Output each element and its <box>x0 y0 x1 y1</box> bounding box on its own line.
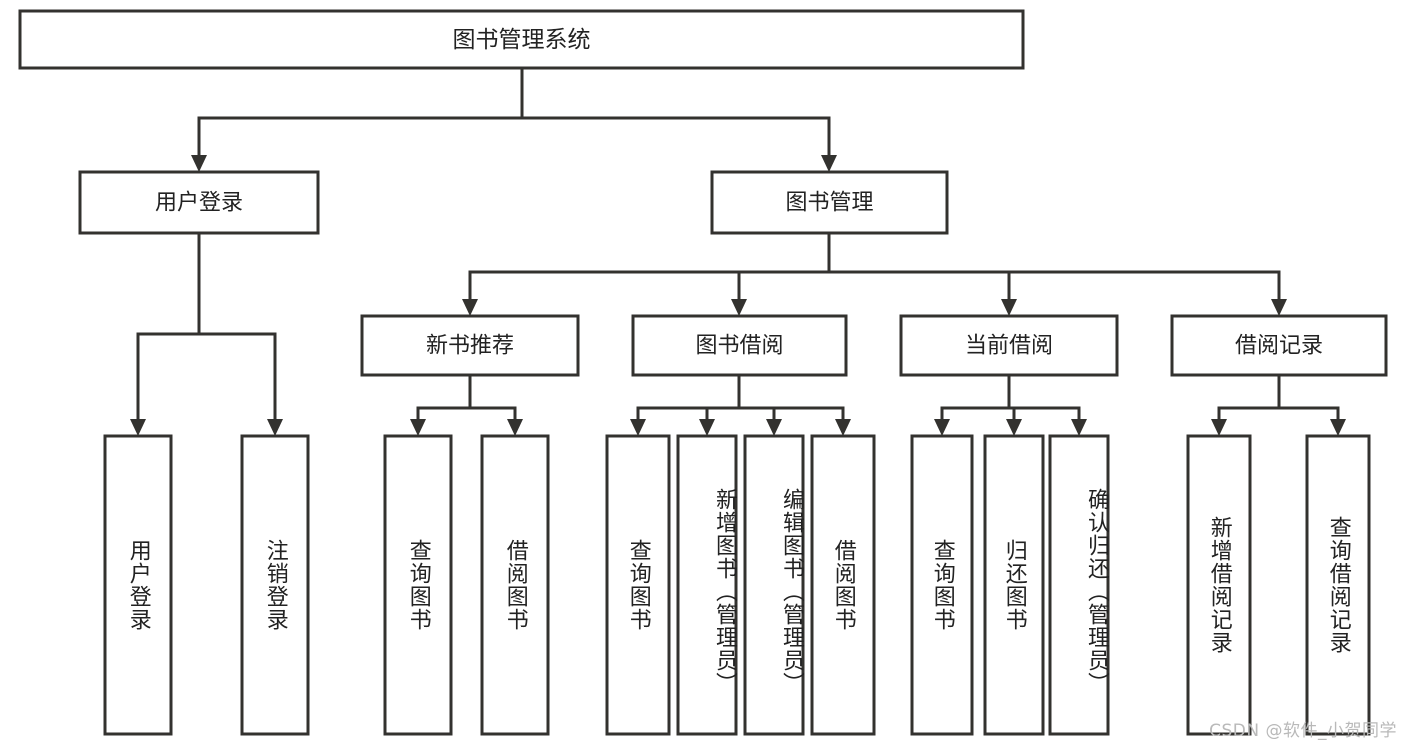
arrow-head-icon <box>191 155 207 172</box>
node-level3-3[interactable]: 借阅记录 <box>1170 314 1388 377</box>
node-level2-1-label: 图书管理 <box>785 191 873 216</box>
node-leaf-0[interactable] <box>103 434 173 736</box>
node-leaf-6-box[interactable] <box>743 434 805 736</box>
node-level3-1[interactable]: 图书借阅 <box>631 314 848 377</box>
arrow-head-icon <box>1006 419 1022 436</box>
node-leaf-2[interactable] <box>383 434 453 736</box>
node-leaf-8[interactable] <box>910 434 974 736</box>
node-leaf-5[interactable] <box>676 434 738 736</box>
node-level3-0-label: 新书推荐 <box>426 334 514 359</box>
node-level3-0[interactable]: 新书推荐 <box>360 314 580 377</box>
node-leaf-3-box[interactable] <box>480 434 550 736</box>
node-leaf-12-box[interactable] <box>1305 434 1371 736</box>
node-level3-1-box[interactable] <box>631 314 848 377</box>
node-leaf-5-box[interactable] <box>676 434 738 736</box>
node-leaf-7[interactable] <box>810 434 876 736</box>
node-leaf-10[interactable] <box>1048 434 1110 736</box>
arrow-head-icon <box>1001 299 1017 316</box>
arrow-head-icon <box>934 419 950 436</box>
node-leaf-0-box[interactable] <box>103 434 173 736</box>
arrow-head-icon <box>410 419 426 436</box>
node-level2-0-box[interactable] <box>78 170 320 235</box>
node-level3-3-label: 借阅记录 <box>1235 334 1323 359</box>
node-leaf-10-box[interactable] <box>1048 434 1110 736</box>
arrow-head-icon <box>507 419 523 436</box>
node-leaf-8-box[interactable] <box>910 434 974 736</box>
arrow-head-icon <box>630 419 646 436</box>
arrow-head-icon <box>130 419 146 436</box>
node-leaf-3[interactable] <box>480 434 550 736</box>
connector-layer <box>130 66 1346 436</box>
node-leaf-4-box[interactable] <box>605 434 671 736</box>
arrow-head-icon <box>766 419 782 436</box>
node-leaf-11-box[interactable] <box>1186 434 1252 736</box>
node-leaf-11[interactable] <box>1186 434 1252 736</box>
arrow-head-icon <box>267 419 283 436</box>
arrow-head-icon <box>1211 419 1227 436</box>
arrow-head-icon <box>1330 419 1346 436</box>
node-level3-2[interactable]: 当前借阅 <box>899 314 1119 377</box>
arrow-head-icon <box>462 299 478 316</box>
node-level2-1[interactable]: 图书管理 <box>710 170 949 235</box>
node-leaf-12[interactable] <box>1305 434 1371 736</box>
watermark-text: CSDN @软件_小贺同学 <box>1209 721 1397 741</box>
node-level3-3-box[interactable] <box>1170 314 1388 377</box>
node-leaf-2-box[interactable] <box>383 434 453 736</box>
node-level2-1-box[interactable] <box>710 170 949 235</box>
node-level3-0-box[interactable] <box>360 314 580 377</box>
arrow-head-icon <box>1271 299 1287 316</box>
arrow-head-icon <box>835 419 851 436</box>
node-root-label: 图书管理系统 <box>453 27 591 53</box>
node-root-box[interactable] <box>18 9 1025 70</box>
node-leaf-4[interactable] <box>605 434 671 736</box>
node-level3-2-box[interactable] <box>899 314 1119 377</box>
node-leaf-6[interactable] <box>743 434 805 736</box>
arrow-head-icon <box>821 155 837 172</box>
node-level3-2-label: 当前借阅 <box>965 334 1053 359</box>
arrow-head-icon <box>699 419 715 436</box>
arrow-head-icon <box>731 299 747 316</box>
node-level2-0-label: 用户登录 <box>155 191 243 216</box>
node-leaf-9[interactable] <box>983 434 1045 736</box>
node-leaf-9-box[interactable] <box>983 434 1045 736</box>
node-leaf-1[interactable] <box>240 434 310 736</box>
node-leaf-1-box[interactable] <box>240 434 310 736</box>
node-level2-0[interactable]: 用户登录 <box>78 170 320 235</box>
node-leaf-7-box[interactable] <box>810 434 876 736</box>
node-level3-1-label: 图书借阅 <box>695 334 783 359</box>
node-root[interactable]: 图书管理系统 <box>18 9 1025 70</box>
arrow-head-icon <box>1071 419 1087 436</box>
